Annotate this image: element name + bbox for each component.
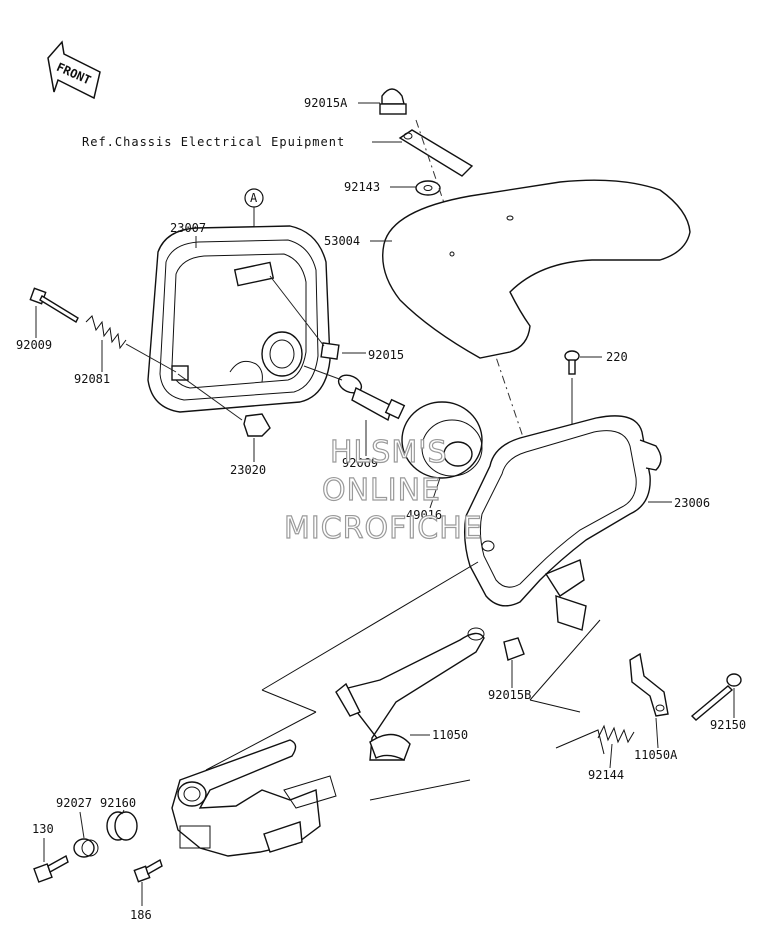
svg-text:A: A xyxy=(250,191,258,205)
bulb-92069 xyxy=(303,365,406,422)
screw-220 xyxy=(564,350,580,375)
part-label-92081: 92081 xyxy=(74,372,110,386)
part-label-49016: 49016 xyxy=(406,508,442,522)
reference-note: Ref.Chassis Electrical Epuipment xyxy=(82,135,345,149)
bracket-11050a xyxy=(629,652,669,717)
bolt-186 xyxy=(133,858,163,883)
part-label-23006: 23006 xyxy=(674,496,710,510)
bracket-strip xyxy=(398,129,474,177)
cap-nut-92015a xyxy=(379,88,407,115)
part-label-92144: 92144 xyxy=(588,768,624,782)
bracket-11050 xyxy=(335,627,485,761)
part-label-92015b: 92015B xyxy=(488,688,531,702)
watermark-line-1: HLSM'S xyxy=(330,435,448,470)
watermark-line-2: ONLINE xyxy=(322,473,441,508)
part-label-92143: 92143 xyxy=(344,180,380,194)
grommet-92160 xyxy=(106,811,138,841)
part-label-92009: 92009 xyxy=(16,338,52,352)
spring-92144 xyxy=(597,724,635,744)
part-label-11050: 11050 xyxy=(432,728,468,742)
washer-92143 xyxy=(415,180,441,196)
watermark-line-3: MICROFICHE xyxy=(284,511,483,546)
part-label-92160: 92160 xyxy=(100,796,136,810)
part-label-92015a: 92015A xyxy=(304,96,348,110)
headlight-frame-23006 xyxy=(463,415,662,631)
nut-92015 xyxy=(320,342,340,360)
part-label-53004: 53004 xyxy=(324,234,360,248)
cover-panel-53004 xyxy=(382,179,691,359)
nut-23020 xyxy=(243,413,271,437)
part-label-186: 186 xyxy=(130,908,152,922)
bolt-92150 xyxy=(690,673,742,721)
part-label-92150: 92150 xyxy=(710,718,746,732)
front-arrow-icon: FRONT xyxy=(47,40,101,100)
part-label-130: 130 xyxy=(32,822,54,836)
part-label-92027: 92027 xyxy=(56,796,92,810)
bolt-92009 xyxy=(29,287,79,323)
nut-92015b xyxy=(503,637,525,661)
bolt-130 xyxy=(33,854,69,883)
part-label-92069: 92069 xyxy=(342,456,378,470)
part-label-92015: 92015 xyxy=(368,348,404,362)
part-label-23020: 23020 xyxy=(230,463,266,477)
lower-bracket-assembly xyxy=(171,739,337,857)
headlight-housing-23007 xyxy=(147,225,331,413)
part-label-220: 220 xyxy=(606,350,628,364)
collar-92027 xyxy=(73,838,99,858)
part-label-11050a: 11050A xyxy=(634,748,678,762)
spring-92081 xyxy=(85,315,127,350)
rubber-boot-49016 xyxy=(401,401,483,479)
part-label-23007: 23007 xyxy=(170,221,206,235)
watermark: HLSM'S ONLINE MICROFICHE xyxy=(283,434,483,546)
